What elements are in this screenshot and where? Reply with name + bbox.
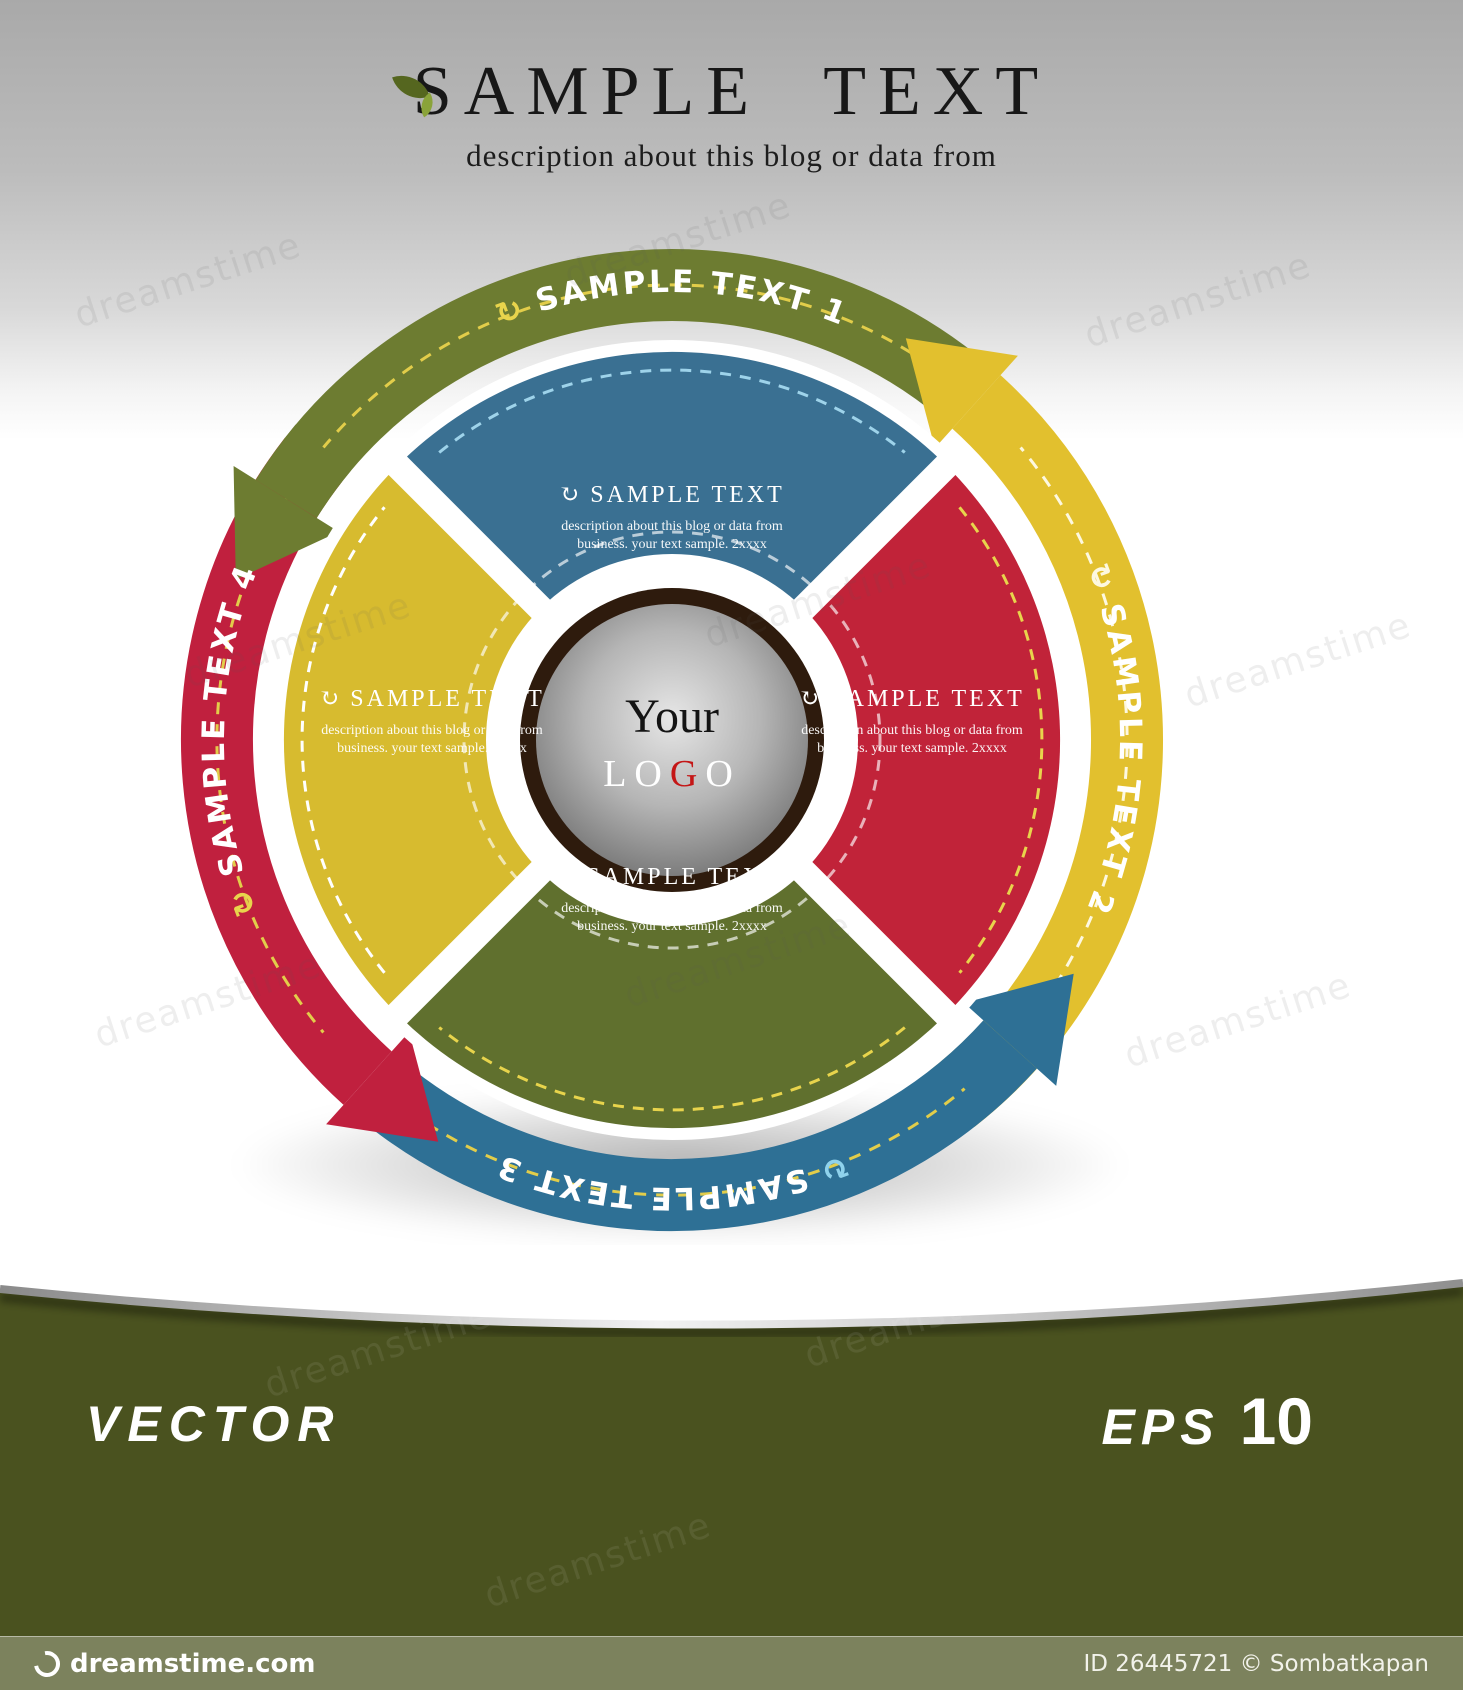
refresh-icon: ↻ — [559, 482, 582, 508]
quadrant-top — [397, 351, 947, 740]
up-arrow-icon: ↑ — [563, 864, 578, 890]
arrow-green-tip-arc — [255, 424, 352, 519]
header: SAMPLE TEXT description about this blog … — [0, 52, 1463, 174]
footer-band: VECTOR EPS 10 — [0, 1245, 1463, 1690]
arrow-yellow-head — [905, 338, 1018, 448]
footer-curve-silver-stripe — [0, 1279, 1463, 1329]
logo-lo: LO — [603, 753, 670, 795]
center-logo-line1: Your — [625, 690, 719, 743]
quadrant-left-desc1: description about this blog or data from — [321, 723, 543, 738]
quadrant-right-stitch — [958, 506, 1044, 974]
center-stitch-ring — [462, 530, 882, 950]
footer-curve — [0, 1245, 1463, 1338]
quadrant-right-desc1: description about this blog or data from — [801, 723, 1023, 738]
quadrant-left-title-text: SAMPLE TEXT — [350, 686, 545, 712]
quadrant-bottom — [397, 740, 947, 1129]
refresh-icon: ↻ — [319, 686, 342, 712]
quadrant-left — [283, 465, 672, 1015]
watermark-text: dreamstime — [1179, 604, 1417, 717]
quadrant-right — [672, 465, 1061, 1015]
logo-o: O — [705, 753, 740, 795]
dreamstime-logo: dreamstime.com — [28, 1645, 316, 1682]
quadrant-left-stitch — [300, 506, 386, 974]
arrow-red-head — [326, 1032, 439, 1142]
quadrant-top-desc2: business. your text sample. 2xxxx — [577, 537, 767, 552]
eps-label: EPS — [1101, 1399, 1220, 1455]
refresh-icon: ↻ — [799, 686, 822, 712]
arrow-blue-stitch — [390, 1087, 966, 1197]
eps-version-number: 10 — [1239, 1384, 1313, 1458]
quadrant-left-title: ↻ SAMPLE TEXT — [319, 686, 545, 712]
quadrant-top-title: ↻ SAMPLE TEXT — [559, 482, 785, 508]
quadrant-top-desc1: description about this blog or data from — [561, 519, 783, 534]
arrow-green-head — [233, 466, 339, 580]
eps-group: EPS 10 — [1102, 1383, 1313, 1459]
quadrant-bottom-desc1: description about this blog or data from — [561, 901, 783, 916]
quadrant-left-desc2: business. your text sample. 2xxxx — [337, 741, 527, 756]
quadrant-bottom-title-text: SAMPLE TEXT — [586, 864, 781, 890]
circle-flow-diagram: ↻SAMPLE TEXT 1 ↻SAMPLE TEXT 2 ↻SAMPLE TE… — [180, 249, 1163, 1232]
quadrant-top-stitch — [438, 368, 906, 454]
site-name: dreamstime.com — [70, 1648, 316, 1679]
arrow-green-stitch — [322, 283, 966, 449]
page-title: SAMPLE TEXT — [412, 53, 1051, 130]
leaf-logo-icon — [392, 68, 450, 124]
image-credit-id: ID 26445721 © Sombatkapan — [1083, 1650, 1429, 1677]
credits-bar: dreamstime.com ID 26445721 © Sombatkapan — [0, 1636, 1463, 1690]
footer-curve-shadow — [0, 1286, 1463, 1338]
quadrant-top-title-text: SAMPLE TEXT — [590, 482, 785, 508]
center-gradient-disc — [536, 604, 808, 876]
quadrant-bottom-title: ↑ SAMPLE TEXT — [563, 864, 781, 890]
dreamstime-swirl-icon — [28, 1645, 66, 1682]
logo-g: G — [670, 753, 705, 795]
quadrant-bottom-desc2: business. your text sample. 2xxxx — [577, 919, 767, 934]
center-logo-line2: LOGO — [603, 753, 741, 795]
footer-curve-white-area — [0, 1245, 1463, 1325]
vector-label: VECTOR — [86, 1396, 342, 1452]
quadrant-bottom-stitch — [438, 1026, 906, 1112]
quadrant-right-title: ↻ SAMPLE TEXT — [799, 686, 1025, 712]
page-subtitle: description about this blog or data from — [466, 138, 997, 173]
arrow-blue-head — [964, 973, 1074, 1086]
quadrant-right-desc2: business. your text sample. 2xxxx — [817, 741, 1007, 756]
quadrant-right-title-text: SAMPLE TEXT — [830, 686, 1025, 712]
